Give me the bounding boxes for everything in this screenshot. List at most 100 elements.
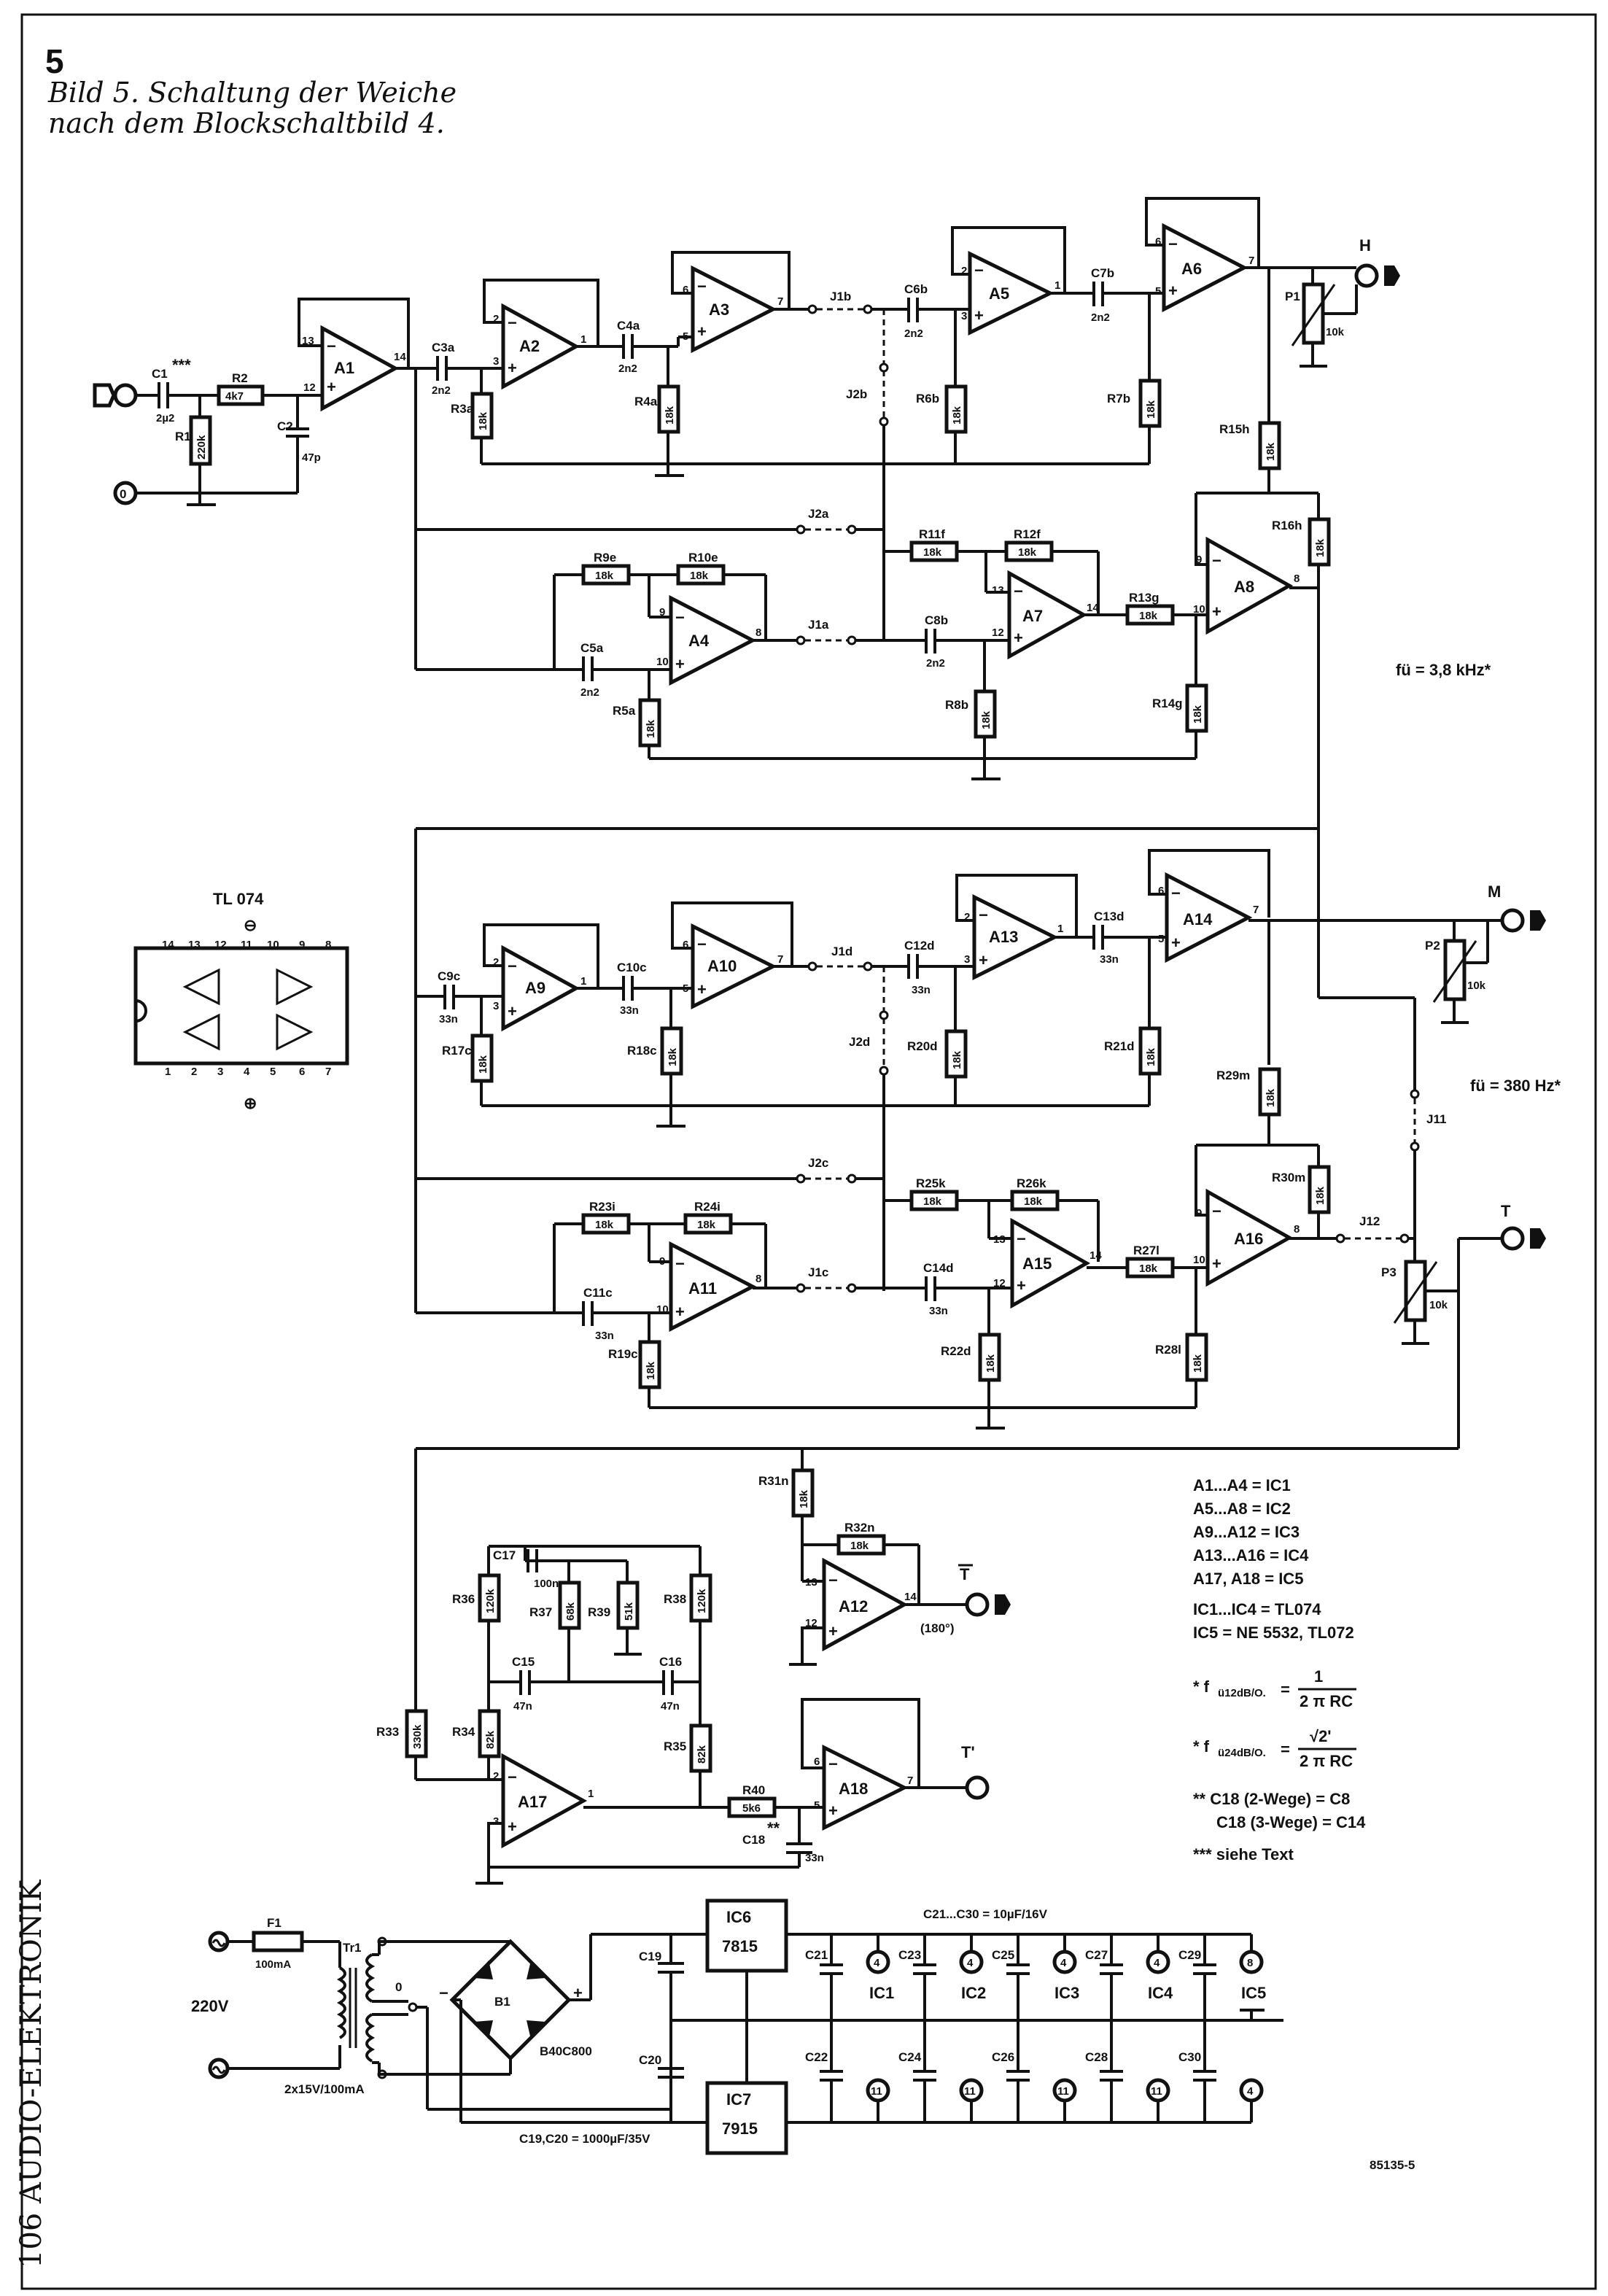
svg-text:IC1...IC4 = TL074: IC1...IC4 = TL074 [1193,1600,1321,1618]
svg-text:11: 11 [1151,2085,1162,2098]
svg-text:7: 7 [777,295,783,308]
svg-text:10k: 10k [1429,1299,1448,1311]
svg-text:−: − [828,1571,838,1589]
svg-text:+: + [508,359,517,377]
svg-text:8: 8 [1294,573,1300,585]
svg-text:C17: C17 [493,1548,516,1562]
figure-number: 5 [45,42,64,80]
svg-text:B40C800: B40C800 [540,2044,592,2058]
svg-text:⊖: ⊖ [244,916,257,934]
svg-text:R2: R2 [232,371,248,385]
svg-text:+: + [828,1801,838,1820]
svg-text:33n: 33n [439,1013,458,1025]
svg-text:R6b: R6b [916,392,939,406]
opamp-A17 [501,1753,588,1849]
svg-text:C9c: C9c [438,969,460,983]
svg-text:2: 2 [493,313,499,325]
svg-text:51k: 51k [623,1602,635,1621]
svg-text:IC1: IC1 [869,1984,894,2002]
svg-text:14: 14 [1087,602,1099,614]
svg-text:8: 8 [756,627,761,639]
svg-text:−: − [508,957,517,975]
svg-text:18k: 18k [923,1195,942,1208]
svg-text:33n: 33n [929,1305,948,1317]
svg-text:18k: 18k [645,1361,657,1380]
svg-text:R28l: R28l [1155,1343,1181,1357]
svg-text:3: 3 [961,310,967,322]
svg-text:IC5: IC5 [1241,1984,1266,2002]
svg-text:R40: R40 [742,1783,765,1797]
svg-text:R15h: R15h [1219,422,1250,436]
svg-text:12: 12 [214,939,227,951]
svg-text:2: 2 [493,1770,499,1783]
svg-text:−: − [1017,1230,1026,1248]
svg-text:J2d: J2d [849,1035,870,1049]
svg-text:J1b: J1b [830,290,851,303]
svg-text:1: 1 [1054,279,1060,292]
svg-text:11: 11 [871,2085,882,2098]
svg-text:A9: A9 [525,979,545,997]
svg-text:A10: A10 [707,957,737,975]
svg-text:9: 9 [659,1255,665,1268]
svg-text:R30m: R30m [1272,1171,1305,1184]
svg-text:5: 5 [683,982,688,995]
svg-text:11: 11 [1057,2085,1069,2098]
R14g [1185,683,1208,733]
svg-text:C26: C26 [992,2050,1014,2064]
svg-text:18k: 18k [1145,1047,1157,1066]
svg-text:B1: B1 [494,1995,510,2009]
opamp-A5 [968,250,1054,336]
svg-text:5k6: 5k6 [742,1802,761,1815]
svg-text:18k: 18k [477,1055,489,1074]
svg-text:+: + [508,1818,517,1836]
svg-text:T: T [1501,1202,1511,1220]
opamp-A12 [822,1557,909,1652]
svg-text:A13: A13 [989,928,1018,946]
svg-text:10: 10 [656,1303,669,1316]
opamp-A8 [1205,536,1294,635]
svg-text:ü12dB/O.: ü12dB/O. [1218,1687,1266,1699]
svg-text:C5a: C5a [580,641,604,655]
svg-text:C14d: C14d [923,1261,954,1275]
svg-text:33n: 33n [805,1852,824,1864]
page-label: 106 AUDIO-ELEKTRONIK [15,1879,48,2268]
svg-text:A17, A18 = IC5: A17, A18 = IC5 [1193,1570,1303,1588]
svg-text:10: 10 [1193,1254,1205,1266]
svg-text:18k: 18k [951,1050,963,1069]
svg-text:A3: A3 [709,300,729,319]
svg-text:R7b: R7b [1107,392,1130,406]
svg-text:IC5 = NE 5532, TL072: IC5 = NE 5532, TL072 [1193,1624,1354,1642]
output-H-jack [1354,263,1379,288]
svg-text:7: 7 [325,1066,331,1078]
svg-text:A2: A2 [519,337,540,355]
svg-text:A1: A1 [334,359,354,377]
svg-text:−: − [1171,884,1181,902]
svg-text:18k: 18k [1314,538,1327,557]
svg-text:13: 13 [188,939,201,951]
svg-text:6: 6 [683,939,688,951]
svg-text:C21: C21 [805,1948,828,1962]
svg-text:33n: 33n [620,1004,639,1017]
svg-text:+: + [675,655,685,673]
svg-text:18k: 18k [1192,1354,1204,1373]
svg-text:R34: R34 [452,1725,475,1739]
svg-text:A12: A12 [839,1597,868,1616]
output-H-arrow [1384,265,1400,286]
svg-text:3: 3 [493,1815,499,1828]
svg-text:−: − [439,1984,448,2002]
svg-text:−: − [327,337,336,355]
svg-text:18k: 18k [1192,705,1204,724]
svg-text:R19c: R19c [608,1347,638,1361]
svg-text:+: + [675,1303,685,1321]
svg-text:−: − [508,314,517,332]
svg-text:18k: 18k [1018,546,1037,559]
svg-text:5: 5 [1158,933,1164,945]
svg-text:−: − [974,261,984,279]
svg-text:1: 1 [580,333,586,346]
svg-text:** C18 (2-Wege) = C8: ** C18 (2-Wege) = C8 [1193,1790,1350,1808]
svg-text:R38: R38 [664,1592,686,1606]
svg-text:M: M [1488,883,1501,901]
svg-text:+: + [573,1984,583,2002]
svg-text:A18: A18 [839,1780,868,1798]
svg-text:**: ** [767,1819,780,1837]
